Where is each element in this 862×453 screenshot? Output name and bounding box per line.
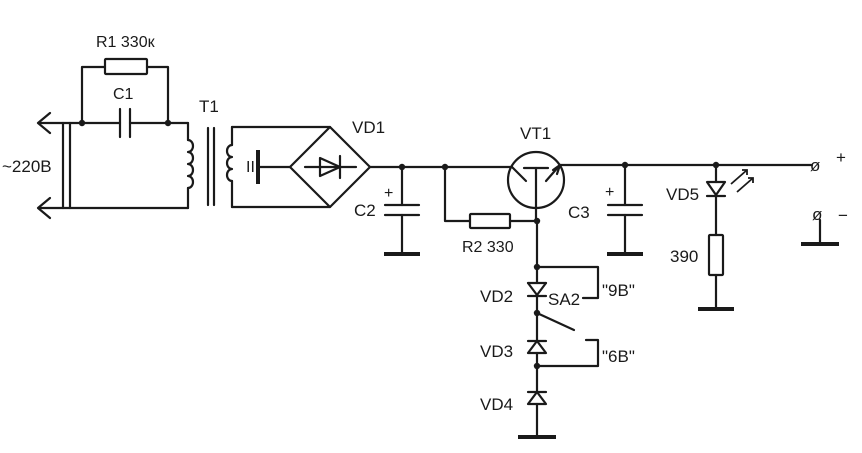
zener-chain: VD2 VD3 VD4 (480, 219, 556, 439)
output-terminals: ø + ø − (801, 148, 848, 246)
vd1-label: VD1 (352, 118, 385, 137)
junction-dot (164, 119, 172, 127)
transistor-vt1: VT1 (506, 124, 566, 223)
terminal-plus-mark: ø (810, 156, 820, 175)
c3-label: C3 (568, 203, 590, 222)
capacitor-c1: C1 (80, 86, 190, 139)
vd4-label: VD4 (480, 395, 513, 414)
vd2-label: VD2 (480, 287, 513, 306)
resistor-r1: R1 330к (80, 34, 170, 125)
capacitor-c3: + C3 (568, 163, 644, 256)
c2-label: C2 (354, 201, 376, 220)
mains-label: ~220В (2, 157, 52, 176)
output-plus-label: + (836, 148, 846, 167)
switch-6v-label: "6В" (602, 347, 635, 366)
resistor-r2: R2 330 (443, 165, 539, 256)
capacitor-c2: + C2 (354, 165, 421, 256)
vd3-label: VD3 (480, 342, 513, 361)
switch-9v-label: "9В" (602, 281, 635, 300)
winding-mark: II (246, 159, 255, 176)
output-minus-label: − (838, 206, 848, 225)
resistor-390: 390 (670, 233, 734, 311)
sa2-label: SA2 (548, 290, 580, 309)
c3-plus: + (605, 184, 614, 201)
c2-plus: + (384, 185, 393, 202)
c1-label: C1 (113, 86, 134, 103)
vd5-label: VD5 (666, 185, 699, 204)
mains-input: ~220В (2, 111, 190, 220)
switch-sa2: SA2 "9В" "6В" (535, 265, 635, 368)
resistor-390-label: 390 (670, 247, 698, 266)
r1-label: R1 330к (96, 34, 156, 51)
junction-dot (78, 119, 86, 127)
led-vd5: VD5 (666, 163, 754, 237)
r2-label: R2 330 (462, 239, 514, 256)
t1-label: T1 (199, 97, 219, 116)
terminal-minus-mark: ø (812, 205, 822, 224)
vt1-label: VT1 (520, 124, 551, 143)
